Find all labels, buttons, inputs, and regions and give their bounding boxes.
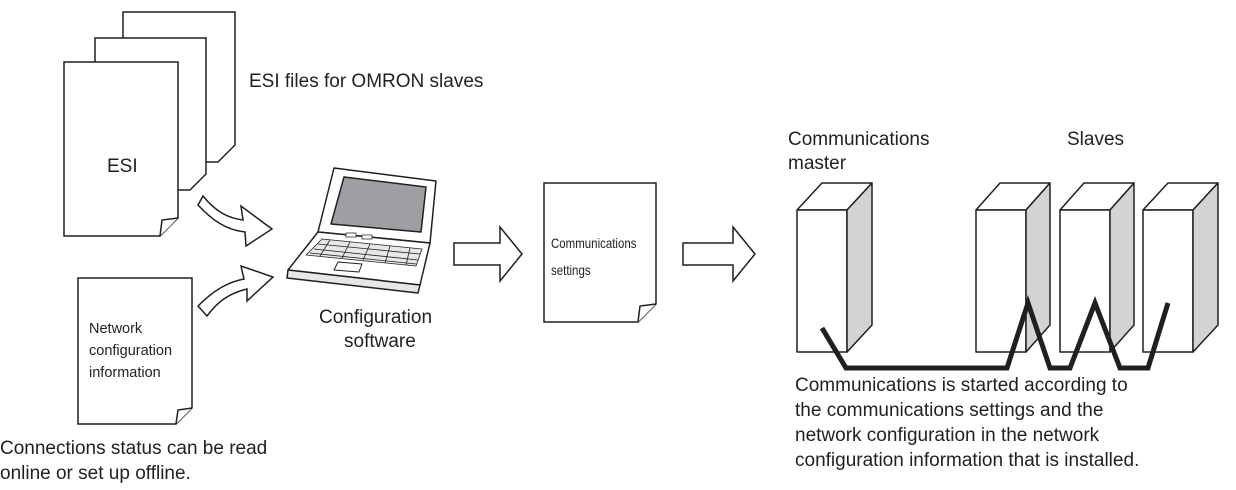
network-config-document: [77, 277, 193, 425]
arrow-to-settings-icon: [453, 224, 523, 284]
esi-files-caption: ESI files for OMRON slaves: [249, 71, 484, 92]
communications-settings-document: [543, 182, 657, 323]
esi-doc-label: ESI: [107, 156, 138, 177]
laptop-icon: [286, 167, 437, 294]
laptop-base-front: [286, 269, 421, 294]
curved-arrows: [196, 194, 275, 318]
network-units: [796, 182, 1219, 353]
laptop-touchpad: [333, 261, 363, 273]
esi-doc-front: [63, 61, 179, 237]
slave-unit-2: [1059, 182, 1135, 353]
curved-arrow-network-icon: [196, 264, 275, 318]
network-cable: [819, 295, 1171, 371]
slaves-label: Slaves: [1067, 129, 1125, 150]
esi-document-stack: [63, 11, 236, 237]
slave-unit-3: [1142, 182, 1219, 353]
curved-arrow-esi-icon: [197, 194, 274, 248]
master-unit: [796, 182, 873, 353]
straight-arrows: [453, 224, 756, 284]
slave-unit-1: [975, 182, 1051, 353]
laptop-keyboard: [305, 238, 423, 267]
arrow-to-network-icon: [682, 224, 756, 284]
esi-doc-fold: [159, 217, 179, 237]
laptop-screen: [330, 176, 427, 233]
